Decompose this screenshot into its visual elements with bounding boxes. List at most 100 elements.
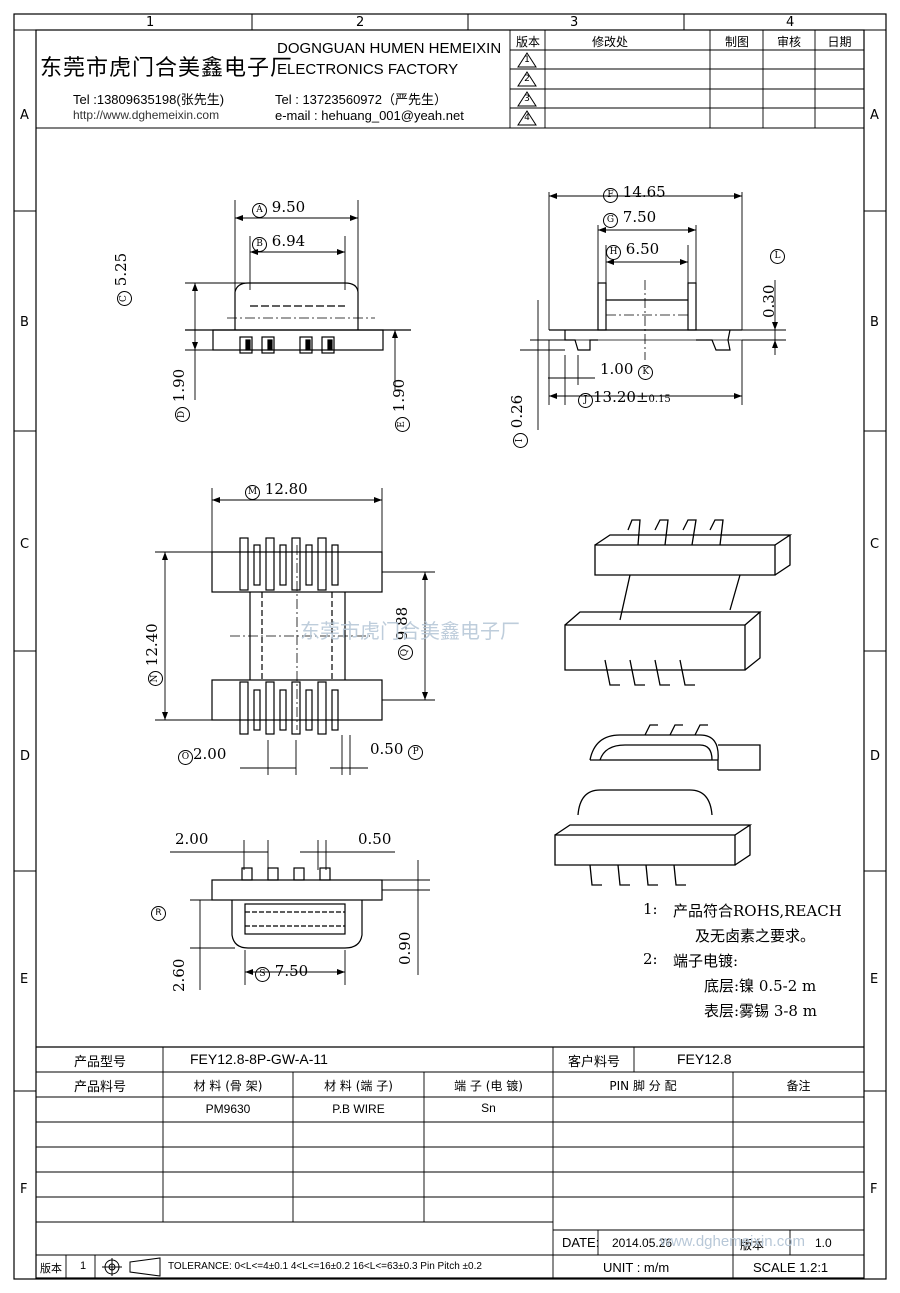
dim-g: G 7.50: [603, 208, 656, 228]
dim-f-label: F: [603, 188, 618, 203]
dim-d-label: D: [175, 407, 190, 422]
rev-triangle-4: 4: [524, 113, 530, 123]
label-material-frame: 材 料 (骨 架): [193, 1079, 263, 1093]
row-label-d-right: D: [870, 749, 881, 764]
dim-height: 0.90: [396, 931, 414, 965]
dim-e: E 1.90: [390, 379, 410, 432]
dim-a-value: 9.50: [271, 198, 306, 216]
row-label-f-left: F: [20, 1182, 28, 1197]
dim-f: F 14.65: [603, 183, 666, 203]
tolerance-text: TOLERANCE: 0<L<=4±0.1 4<L<=16±0.2 16<L<=…: [168, 1261, 482, 1272]
dim-r-label: R: [151, 906, 166, 921]
dim-b-value: 6.94: [271, 232, 306, 250]
dim-m: M 12.80: [245, 480, 308, 500]
side-view: [549, 280, 742, 360]
rev-header-change: 修改处: [591, 35, 628, 49]
dim-a-label: A: [252, 203, 267, 218]
dim-h-label: H: [606, 245, 621, 260]
dim-a: A 9.50: [252, 198, 305, 218]
row-label-c-left: C: [20, 537, 30, 552]
dim-n-label: N: [148, 671, 163, 686]
dim-c: C 5.25: [112, 253, 132, 306]
column-label-2: 2: [356, 15, 365, 30]
rev-header-version: 版本: [515, 35, 540, 49]
side-view-2: [211, 867, 383, 949]
row-label-a-left: A: [20, 108, 29, 123]
row-label-d-left: D: [20, 749, 31, 764]
row-label-b-right: B: [870, 315, 879, 330]
dim-j-value: 13.20: [593, 388, 636, 406]
dim-e-label: E: [395, 417, 410, 432]
note-2-line1: 端子电镀:: [673, 952, 739, 970]
company-name-en-line1: DOGNGUAN HUMEN HEMEIXIN: [277, 40, 502, 57]
contact-tel-2: Tel : 13723560972（严先生）: [275, 92, 447, 107]
dim-n-value: 12.40: [143, 623, 161, 667]
column-label-1: 1: [146, 15, 155, 30]
value-scale: SCALE 1.2:1: [753, 1260, 829, 1275]
dim-d: D 1.90: [170, 369, 190, 422]
note-2-number: 2:: [643, 950, 658, 968]
dim-f-value: 14.65: [622, 183, 666, 201]
note-1-line2: 及无卤素之要求。: [695, 927, 816, 945]
value-terminal: Sn: [481, 1101, 496, 1115]
email-link[interactable]: e-mail : hehuang_001@yeah.net: [275, 108, 464, 123]
row-label-c-right: C: [870, 537, 880, 552]
dim-g-value: 7.50: [622, 208, 657, 226]
company-name-en-line2: ELECTRONICS FACTORY: [277, 61, 459, 78]
dim-m-label: M: [245, 485, 260, 500]
dim-c-label: C: [117, 291, 132, 306]
watermark-url: www.dghemeixin.com: [660, 1233, 806, 1250]
value-date: 2014.05.26: [612, 1236, 673, 1250]
dim-e-value: 1.90: [390, 378, 408, 413]
value-material-pin: P.B WIRE: [332, 1102, 385, 1116]
contact-tel-1: Tel :13809635198(张先生): [73, 92, 225, 107]
dim-j-tol: ±: [635, 388, 649, 406]
front-view: [185, 282, 411, 354]
label-version: 版本: [740, 1238, 765, 1252]
row-label-b-left: B: [20, 315, 29, 330]
dim-pin-pitch: 2.00: [175, 830, 209, 848]
dim-l-label: L: [770, 249, 785, 264]
title-block-grid: [36, 1046, 864, 1279]
dim-b: B 6.94: [252, 232, 305, 252]
dim-p-label: P: [408, 745, 424, 760]
dim-k-label: K: [638, 365, 654, 380]
dim-r-value: 2.60: [170, 958, 188, 992]
dim-l-label-wrap: L: [770, 248, 785, 264]
watermark-text: 东莞市虎门合美鑫电子厂: [300, 619, 520, 643]
rev-header-drawn: 制图: [724, 35, 749, 49]
company-name-cn: 东莞市虎门合美鑫电子厂: [40, 56, 294, 81]
dim-n: N 12.40: [143, 623, 163, 686]
dim-h-value: 6.50: [625, 240, 660, 258]
column-label-4: 4: [786, 15, 795, 30]
rev-triangle-3: 3: [524, 94, 530, 104]
dim-i-value: 0.26: [508, 394, 526, 429]
label-pin-assignment: PIN 脚 分 配: [609, 1079, 677, 1093]
dim-k: 1.00 K: [600, 360, 654, 380]
label-footer-version: 版本: [40, 1262, 62, 1275]
rev-header-check: 审核: [776, 35, 801, 49]
dim-l-value: 0.30: [760, 284, 778, 318]
label-part-no: 产品料号: [73, 1080, 126, 1095]
note-1-line1: 产品符合ROHS,REACH: [673, 902, 842, 920]
column-label-3: 3: [570, 15, 579, 30]
dim-c-value: 5.25: [112, 252, 130, 287]
label-customer-part: 客户料号: [567, 1055, 620, 1070]
dim-k-value: 1.00: [600, 360, 634, 378]
dim-i-label: I: [513, 433, 528, 448]
dim-p-value: 0.50: [370, 740, 404, 758]
iso-view-top: [564, 519, 793, 686]
website-link[interactable]: http://www.dghemeixin.com: [73, 108, 220, 122]
row-label-e-right: E: [870, 972, 879, 987]
dim-i: I 0.26: [508, 395, 528, 448]
dim-g-label: G: [603, 213, 618, 228]
rev-triangle-2: 2: [524, 74, 530, 84]
row-label-f-right: F: [870, 1182, 878, 1197]
note-1-number: 1:: [643, 900, 658, 918]
label-date: DATE:: [562, 1235, 600, 1250]
label-material-pin: 材 料 (端 子): [324, 1079, 393, 1093]
rev-header-date: 日期: [827, 35, 852, 49]
